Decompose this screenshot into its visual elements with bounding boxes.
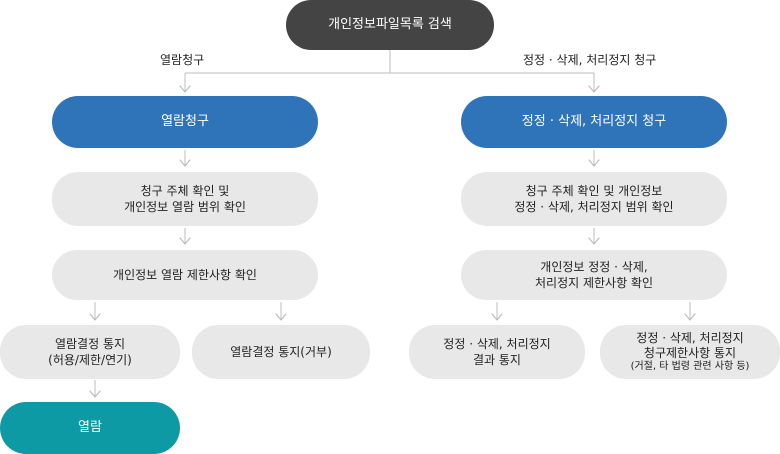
node-left-result-b-label: 열람결정 통지(거부) bbox=[230, 344, 332, 359]
node-right-result-a-line2: 결과 통지 bbox=[473, 353, 521, 367]
node-left-final: 열람 bbox=[0, 402, 180, 454]
branch-label-left: 열람청구 bbox=[160, 53, 205, 67]
node-left-final-label: 열람 bbox=[78, 420, 102, 436]
arrowhead-left-header bbox=[179, 85, 191, 93]
node-right-result-b: 정정 · 삭제, 처리정지 청구제한사항 통지 (거절, 타 법령 관련 사항 … bbox=[600, 325, 780, 379]
node-left-step2: 개인정보 열람 제한사항 확인 bbox=[52, 250, 318, 300]
node-right-header-label: 정정 · 삭제, 처리정지 청구 bbox=[521, 114, 667, 130]
node-right-result-b-line1: 정정 · 삭제, 처리정지 bbox=[636, 330, 744, 345]
node-left-result-a-line2: (허용/제한/연기) bbox=[48, 353, 132, 367]
node-left-header: 열람청구 bbox=[52, 96, 318, 148]
node-right-step1: 청구 주체 확인 및 개인정보 정정 · 삭제, 처리정지 범위 확인 bbox=[461, 172, 727, 226]
arrowhead-left-3a bbox=[89, 313, 101, 321]
node-left-result-a-line1: 열람결정 통지 bbox=[54, 336, 126, 351]
node-right-step2-line2: 처리정지 제한사항 확인 bbox=[534, 276, 654, 290]
node-left-step1-line2: 개인정보 열람 범위 확인 bbox=[124, 200, 246, 214]
arrowhead-right-3a bbox=[491, 313, 503, 321]
node-right-step2: 개인정보 정정 · 삭제, 처리정지 제한사항 확인 bbox=[461, 250, 727, 300]
node-right-step2-line1: 개인정보 정정 · 삭제, bbox=[540, 259, 648, 274]
node-left-result-a: 열람결정 통지 (허용/제한/연기) bbox=[0, 325, 180, 379]
node-left-result-b: 열람결정 통지(거부) bbox=[192, 325, 370, 379]
node-right-step1-line2: 정정 · 삭제, 처리정지 범위 확인 bbox=[514, 200, 674, 214]
arrowhead-right-1 bbox=[588, 159, 600, 167]
node-right-header: 정정 · 삭제, 처리정지 청구 bbox=[461, 96, 727, 148]
node-left-step1: 청구 주체 확인 및 개인정보 열람 범위 확인 bbox=[52, 172, 318, 226]
arrowhead-left-4 bbox=[89, 390, 101, 398]
arrowhead-right-3b bbox=[684, 313, 696, 321]
node-left-step1-line1: 청구 주체 확인 및 bbox=[140, 183, 230, 198]
arrowhead-left-3b bbox=[275, 313, 287, 321]
node-right-step1-line1: 청구 주체 확인 및 개인정보 bbox=[525, 183, 663, 198]
node-right-result-a-line1: 정정 · 삭제, 처리정지 bbox=[443, 336, 551, 351]
arrowhead-right-2 bbox=[588, 237, 600, 245]
node-left-step2-label: 개인정보 열람 제한사항 확인 bbox=[113, 267, 257, 282]
node-left-header-label: 열람청구 bbox=[161, 114, 209, 130]
node-search-file-list-label: 개인정보파일목록 검색 bbox=[328, 17, 452, 33]
node-right-result-a: 정정 · 삭제, 처리정지 결과 통지 bbox=[409, 325, 585, 379]
arrowhead-left-2 bbox=[179, 237, 191, 245]
node-right-result-b-line2: 청구제한사항 통지 bbox=[643, 345, 737, 360]
node-search-file-list: 개인정보파일목록 검색 bbox=[286, 0, 494, 50]
arrowhead-right-header bbox=[588, 85, 600, 93]
node-right-result-b-note: (거절, 타 법령 관련 사항 등) bbox=[630, 360, 750, 372]
arrowhead-left-1 bbox=[179, 159, 191, 167]
branch-label-right: 정정 · 삭제, 처리정지 청구 bbox=[523, 53, 657, 67]
